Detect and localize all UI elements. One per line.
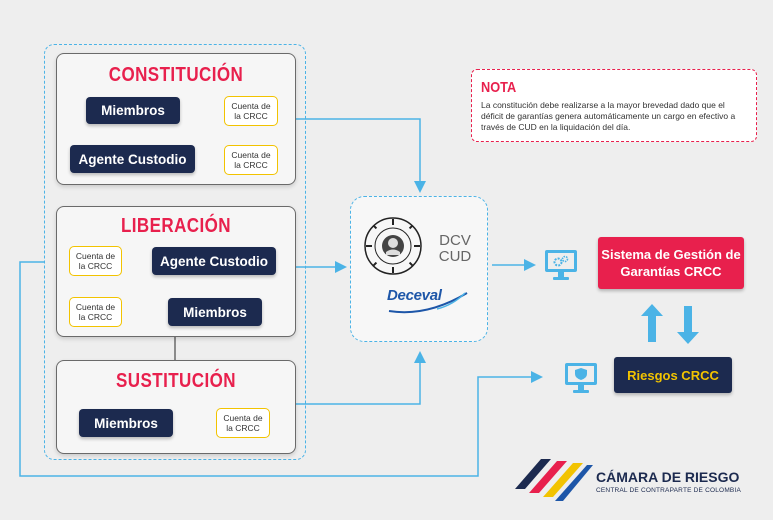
sistema-gestion-garantias-box: Sistema de Gestión de Garantías CRCC [598, 237, 744, 289]
deceval-logo: Deceval [387, 287, 468, 314]
panel-sustitucion: SUSTITUCIÓN Miembros Cuenta de la CRCC [56, 360, 296, 454]
miembros-button[interactable]: Miembros [86, 97, 180, 124]
bidirectional-arrows-icon [641, 304, 703, 344]
riesgos-crcc-box: Riesgos CRCC [614, 357, 732, 393]
monitor-gears-icon [544, 249, 578, 281]
banco-republica-seal-icon [363, 216, 423, 276]
process-group-border [44, 44, 306, 460]
logo-name: CÁMARA DE RIESGO [596, 469, 740, 485]
nota-title: NOTA [481, 79, 517, 96]
cuenta-crcc-box: Cuenta de la CRCC [69, 297, 122, 327]
camara-riesgo-logo: CÁMARA DE RIESGO CENTRAL DE CONTRAPARTE … [511, 451, 773, 507]
cuenta-crcc-box: Cuenta de la CRCC [216, 408, 270, 438]
line-loop-riesgos [19, 261, 543, 477]
cuenta-crcc-box: Cuenta de la CRCC [224, 145, 278, 175]
miembros-button[interactable]: Miembros [168, 298, 262, 326]
panel-title-constitucion: CONSTITUCIÓN [108, 64, 244, 86]
logo-subtitle: CENTRAL DE CONTRAPARTE DE COLOMBIA [596, 487, 742, 494]
panel-liberacion: LIBERACIÓN Cuenta de la CRCC Agente Cust… [56, 206, 296, 337]
cuenta-crcc-box: Cuenta de la CRCC [224, 96, 278, 126]
nota-box: NOTA La constitución debe realizarse a l… [471, 69, 757, 142]
monitor-shield-icon [564, 362, 598, 394]
cuenta-crcc-box: Cuenta de la CRCC [69, 246, 122, 276]
miembros-button[interactable]: Miembros [79, 409, 173, 437]
line-constitucion-cud [296, 118, 426, 193]
agente-custodio-button[interactable]: Agente Custodio [70, 145, 195, 173]
agente-custodio-button[interactable]: Agente Custodio [152, 247, 276, 275]
cud-depositos-box: DCV CUD Deceval [350, 196, 488, 342]
dcv-cud-label: DCV CUD [438, 232, 472, 265]
line-sustitucion-cud [296, 351, 426, 405]
camara-riesgo-logo-mark [515, 459, 593, 501]
panel-title-sustitucion: SUSTITUCIÓN [116, 370, 236, 392]
panel-constitucion: CONSTITUCIÓN Miembros Cuenta de la CRCC … [56, 53, 296, 185]
nota-text: La constitución debe realizarse a la may… [481, 100, 736, 132]
panel-title-liberacion: LIBERACIÓN [120, 215, 232, 237]
